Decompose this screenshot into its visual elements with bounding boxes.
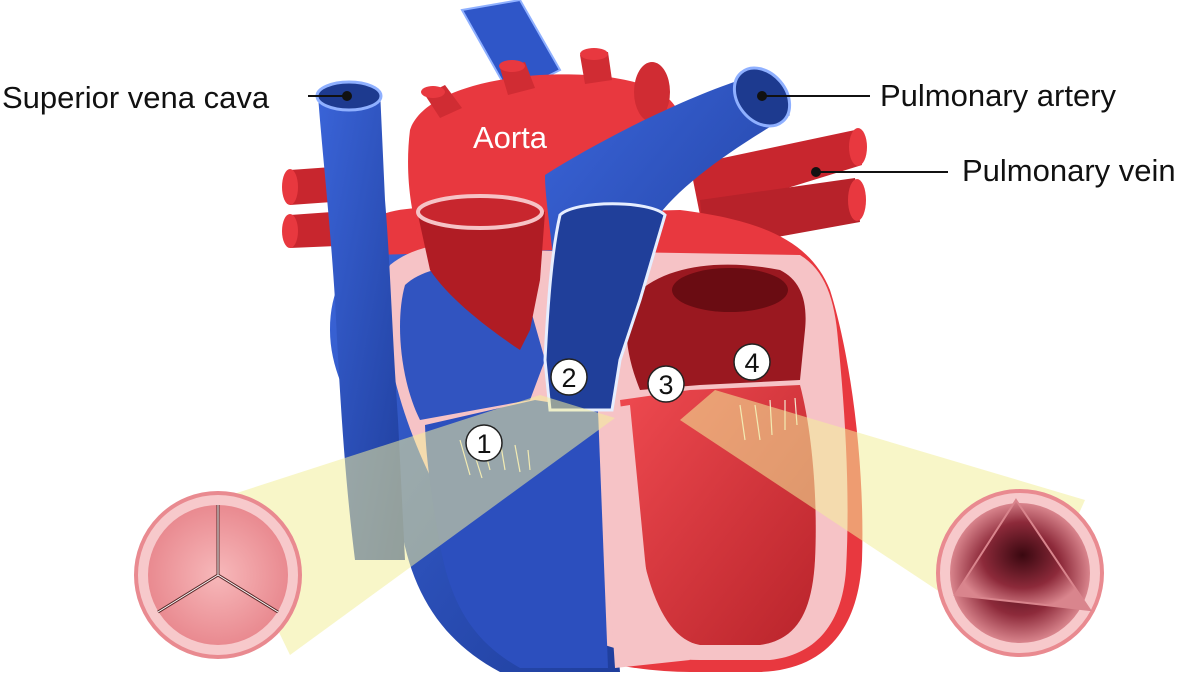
aorta-root	[418, 202, 545, 350]
valve-marker-4: 4	[733, 343, 771, 381]
valve-marker-4-label: 4	[744, 348, 759, 378]
superior-vena-cava-vessel	[318, 90, 405, 560]
pulmonary-vein-dot	[811, 167, 821, 177]
aorta-root-rim	[416, 194, 544, 230]
aorta-label: Aorta	[473, 120, 548, 155]
valve-closeup-left	[134, 491, 302, 659]
magnifier-cone-left	[215, 395, 615, 655]
valve-marker-2: 2	[550, 358, 588, 396]
valve-marker-3-label: 3	[658, 370, 673, 400]
valve-marker-2-label: 2	[561, 363, 576, 393]
aorta-arch-opening	[634, 62, 670, 122]
valve-marker-3: 3	[647, 365, 685, 403]
superior-vena-cava-dot	[342, 91, 352, 101]
aorta-branches	[421, 48, 612, 118]
valve-marker-1: 1	[465, 424, 503, 462]
pulmonary-artery-label: Pulmonary artery	[880, 78, 1117, 113]
upper-vessel	[460, 0, 562, 97]
valve-marker-1-label: 1	[476, 429, 491, 459]
superior-vena-cava-label: Superior vena cava	[2, 80, 270, 115]
valve-closeup-right	[936, 489, 1104, 657]
pulmonary-artery-dot	[757, 91, 767, 101]
septum	[598, 405, 690, 668]
pulmonary-vein-label: Pulmonary vein	[962, 153, 1176, 188]
left-atrium-opening	[672, 268, 788, 312]
